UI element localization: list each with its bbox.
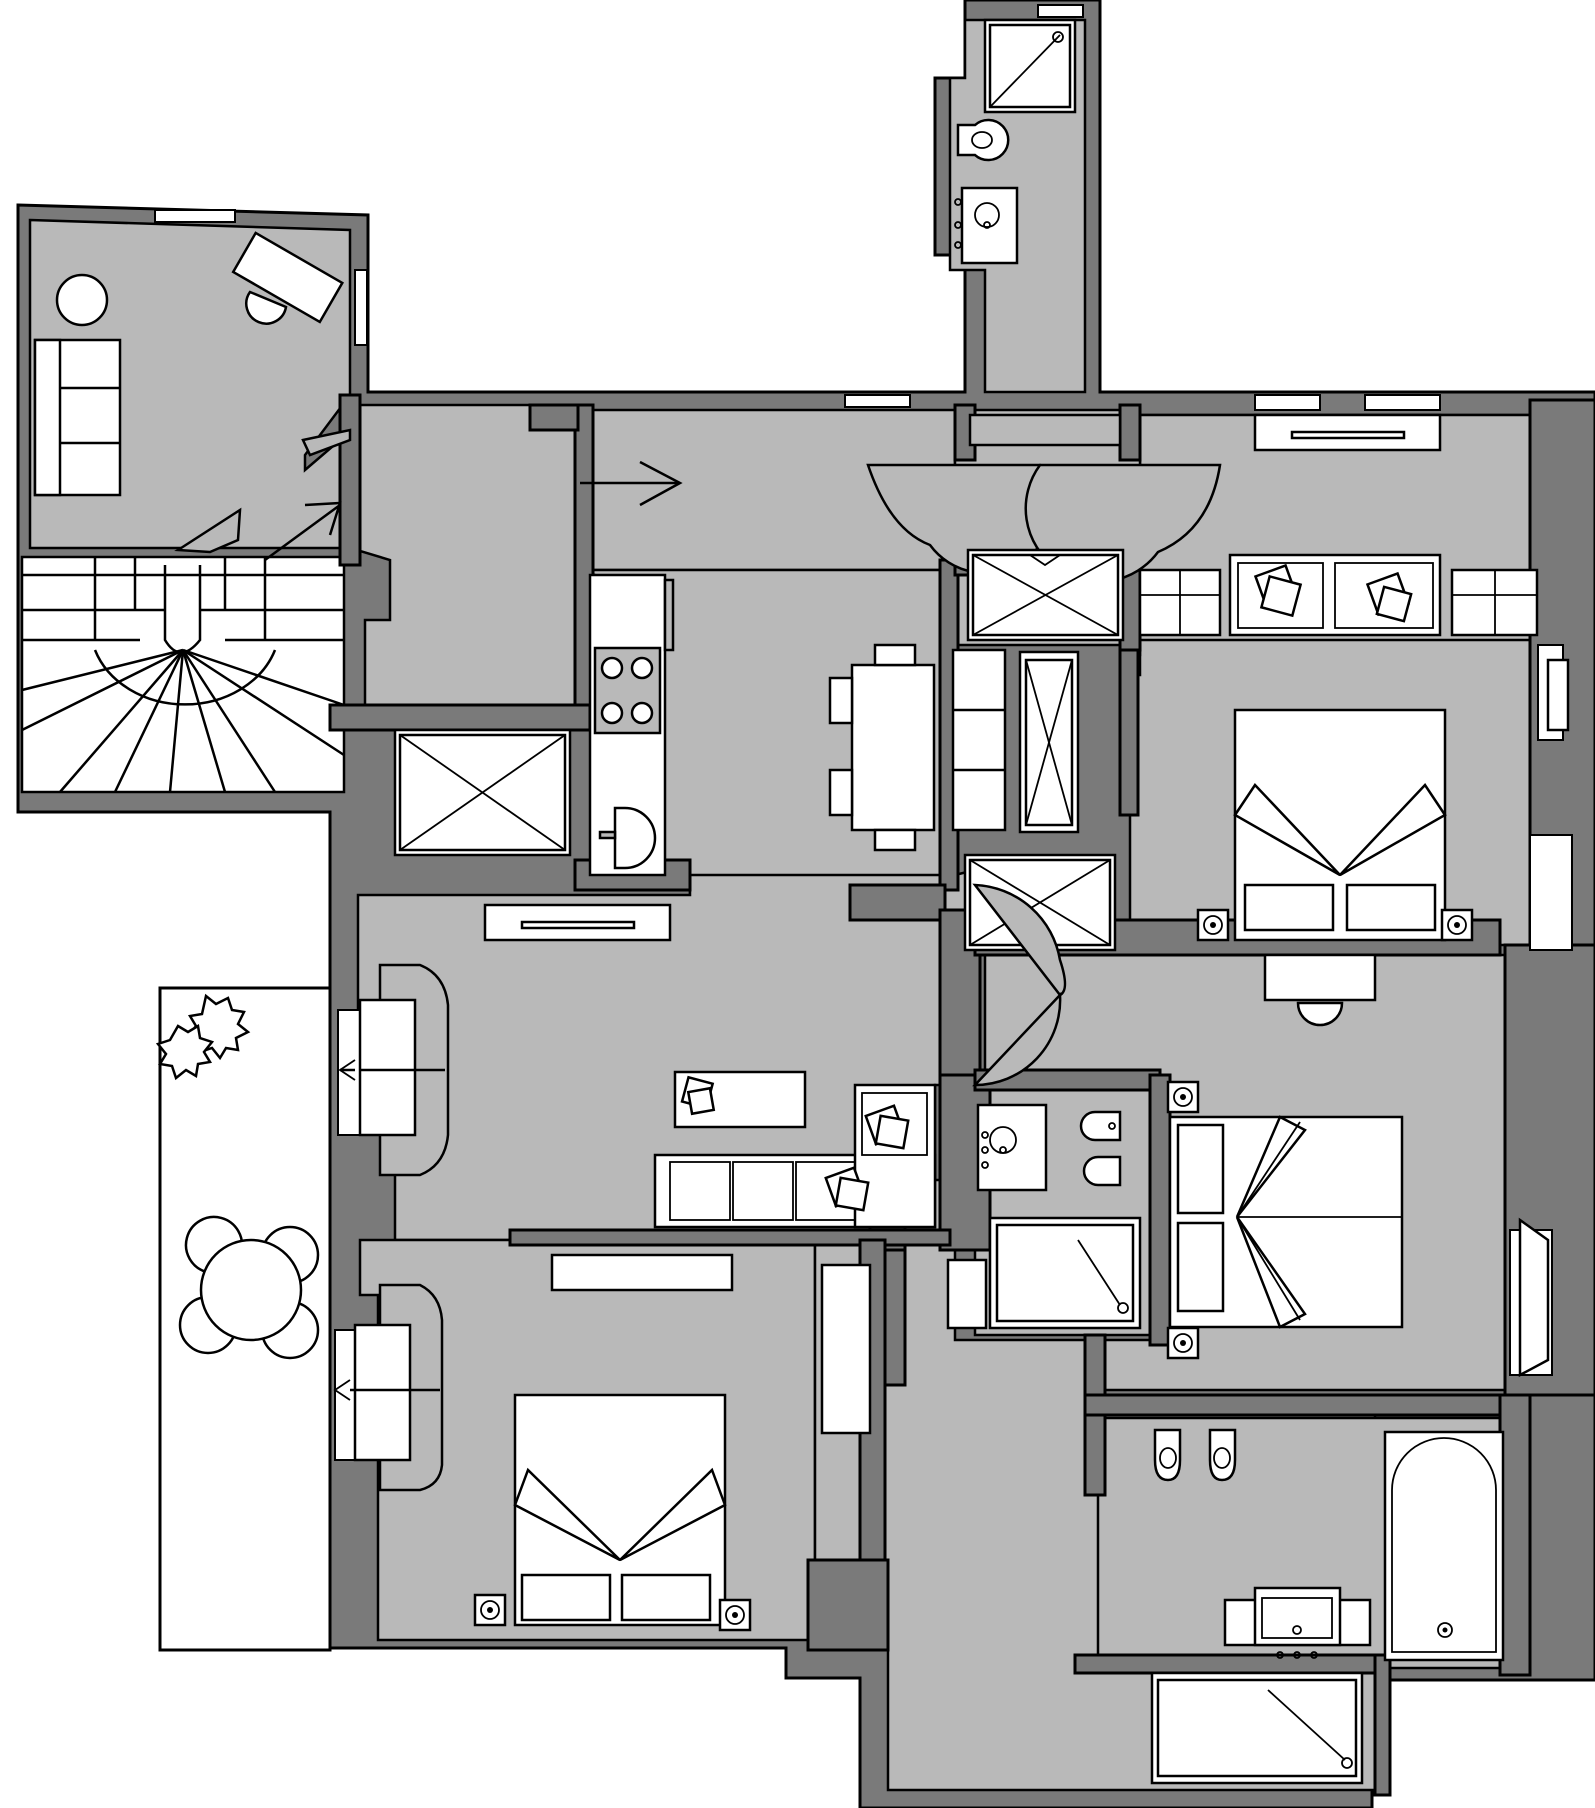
entry-arrows <box>174 460 683 562</box>
wardrobe <box>393 728 572 857</box>
desk <box>1263 953 1377 1002</box>
nightstand <box>1196 908 1230 942</box>
desk <box>231 231 345 324</box>
wardrobe <box>820 1263 872 1435</box>
stair-treads <box>21 557 345 793</box>
bedroom-central-furniture <box>1166 953 1550 1378</box>
toilet <box>1082 1155 1122 1187</box>
nightstand <box>1166 1326 1200 1360</box>
wardrobe <box>951 648 1080 834</box>
toilet <box>956 118 1010 162</box>
planter <box>155 1023 215 1081</box>
nightstand <box>473 1593 507 1627</box>
bidet <box>1153 1428 1182 1482</box>
bidet <box>1079 1110 1122 1142</box>
nightstand <box>718 1598 752 1632</box>
terrace <box>155 986 332 1652</box>
toilet <box>1208 1428 1237 1482</box>
nightstand <box>1440 908 1474 942</box>
bathtub <box>1383 1430 1505 1662</box>
side-table <box>55 273 109 327</box>
chair <box>245 290 288 325</box>
bedroom-southwest-furniture <box>473 1253 872 1632</box>
round-table <box>178 1215 320 1360</box>
dining-table <box>828 643 936 852</box>
radiator <box>550 1253 734 1292</box>
studio-furniture <box>33 231 352 497</box>
bathroom-north-fixtures <box>954 18 1077 265</box>
entry-hall <box>348 403 577 712</box>
sink <box>976 1103 1048 1192</box>
kitchen-counter <box>588 573 675 877</box>
living-room-furniture <box>333 883 1067 1492</box>
east-bedroom-furniture <box>1138 413 1570 942</box>
bathroom-southeast-fixtures <box>1150 1428 1505 1785</box>
staircase <box>20 555 346 794</box>
sink <box>613 806 657 870</box>
chair <box>1296 1001 1344 1027</box>
bathroom-central-fixtures <box>946 1103 1142 1330</box>
nightstand <box>1166 1080 1200 1114</box>
sink <box>1223 1586 1372 1659</box>
north-landing <box>866 413 1222 642</box>
sofa <box>653 1083 937 1229</box>
